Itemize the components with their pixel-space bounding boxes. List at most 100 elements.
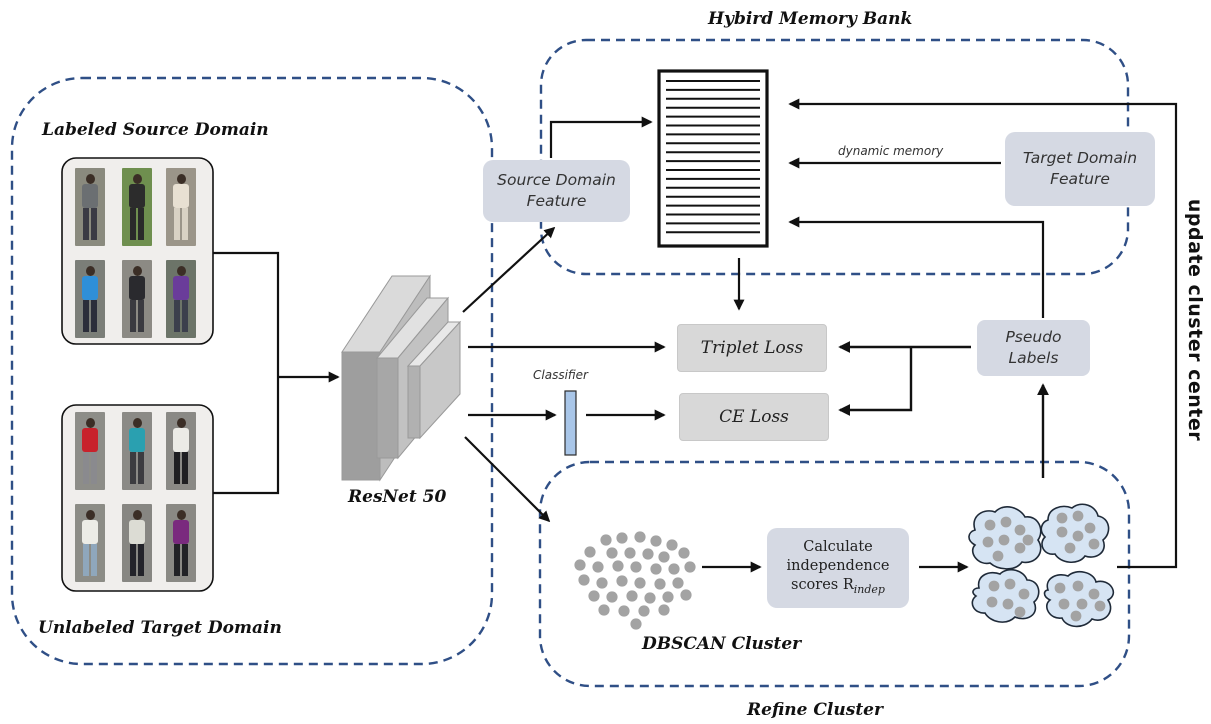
cluster-point (1094, 600, 1106, 612)
source-feature-line-1: Source Domain (497, 171, 616, 190)
ce-loss-label: CE Loss (719, 407, 789, 427)
point (574, 559, 586, 571)
person-torso (82, 428, 98, 452)
person-head (133, 510, 142, 520)
person-leg (91, 300, 97, 332)
person-image (166, 412, 196, 490)
triplet-loss-label: Triplet Loss (700, 338, 804, 358)
point (634, 577, 646, 589)
person-leg (138, 544, 144, 576)
cluster-point (1018, 588, 1030, 600)
point (668, 563, 680, 575)
point (672, 577, 684, 589)
calculate-line-1: Calculate (803, 539, 873, 555)
cluster-point (1056, 512, 1068, 524)
cluster-point (1072, 580, 1084, 592)
point (598, 604, 610, 616)
person-image (122, 260, 152, 338)
person-head (133, 266, 142, 276)
memory-bank-container (539, 38, 1130, 276)
person-head (133, 174, 142, 184)
point (662, 591, 674, 603)
point (578, 574, 590, 586)
person-leg (138, 452, 144, 484)
person-leg (130, 208, 136, 240)
person-leg (83, 208, 89, 240)
person-leg (182, 452, 188, 484)
cluster-point (1002, 598, 1014, 610)
person-torso (82, 276, 98, 300)
cluster-point (1072, 530, 1084, 542)
refine-cluster-title: Refine Cluster (747, 700, 883, 720)
source-domain-title: Labeled Source Domain (42, 120, 269, 140)
person-image (166, 504, 196, 582)
calculate-subscript: indep (853, 582, 885, 596)
cluster-point (1084, 522, 1096, 534)
person-leg (138, 300, 144, 332)
point (678, 547, 690, 559)
person-leg (182, 300, 188, 332)
point (644, 592, 656, 604)
person-torso (173, 184, 189, 208)
person-head (133, 418, 142, 428)
cluster-point (1054, 582, 1066, 594)
point (638, 605, 650, 617)
cluster-point (1088, 538, 1100, 550)
person-torso (173, 520, 189, 544)
point (642, 548, 654, 560)
person-image (75, 504, 105, 582)
person-torso (173, 276, 189, 300)
person-leg (130, 544, 136, 576)
pseudo-labels-line-1: Pseudo (1005, 328, 1062, 347)
cluster-point (1014, 606, 1026, 618)
resnet-label: ResNet 50 (348, 487, 447, 507)
cluster-point (998, 534, 1010, 546)
person-head (177, 510, 186, 520)
point (584, 546, 596, 558)
person-image (122, 504, 152, 582)
cluster-point (988, 580, 1000, 592)
person-leg (174, 544, 180, 576)
calculate-independence-box: Calculate independence scores Rindep (767, 528, 909, 608)
person-image (75, 412, 105, 490)
pseudo-labels-line-2: Labels (1008, 349, 1059, 367)
point (630, 618, 642, 630)
point (606, 591, 618, 603)
cluster-point (1000, 516, 1012, 528)
person-head (177, 266, 186, 276)
person-leg (91, 544, 97, 576)
person-leg (138, 208, 144, 240)
person-leg (91, 208, 97, 240)
point (600, 534, 612, 546)
person-leg (130, 452, 136, 484)
dbscan-points (574, 531, 696, 630)
point (616, 532, 628, 544)
point (680, 589, 692, 601)
cluster-point (1056, 526, 1068, 538)
point (612, 560, 624, 572)
person-head (86, 510, 95, 520)
person-torso (129, 520, 145, 544)
person-head (177, 174, 186, 184)
resnet-outputs (462, 226, 666, 523)
person-torso (129, 428, 145, 452)
cluster-point (1014, 542, 1026, 554)
panel-connectors (213, 251, 340, 495)
point (618, 605, 630, 617)
person-leg (83, 300, 89, 332)
person-leg (182, 208, 188, 240)
cluster-point (1058, 598, 1070, 610)
cluster-point (1072, 510, 1084, 522)
cluster-point (1076, 598, 1088, 610)
ce-loss-box: CE Loss (679, 393, 829, 441)
person-image (122, 168, 152, 246)
point (650, 535, 662, 547)
person-torso (173, 428, 189, 452)
target-feature-line-1: Target Domain (1022, 149, 1138, 168)
cluster-point (1070, 610, 1082, 622)
point (616, 575, 628, 587)
person-leg (83, 452, 89, 484)
